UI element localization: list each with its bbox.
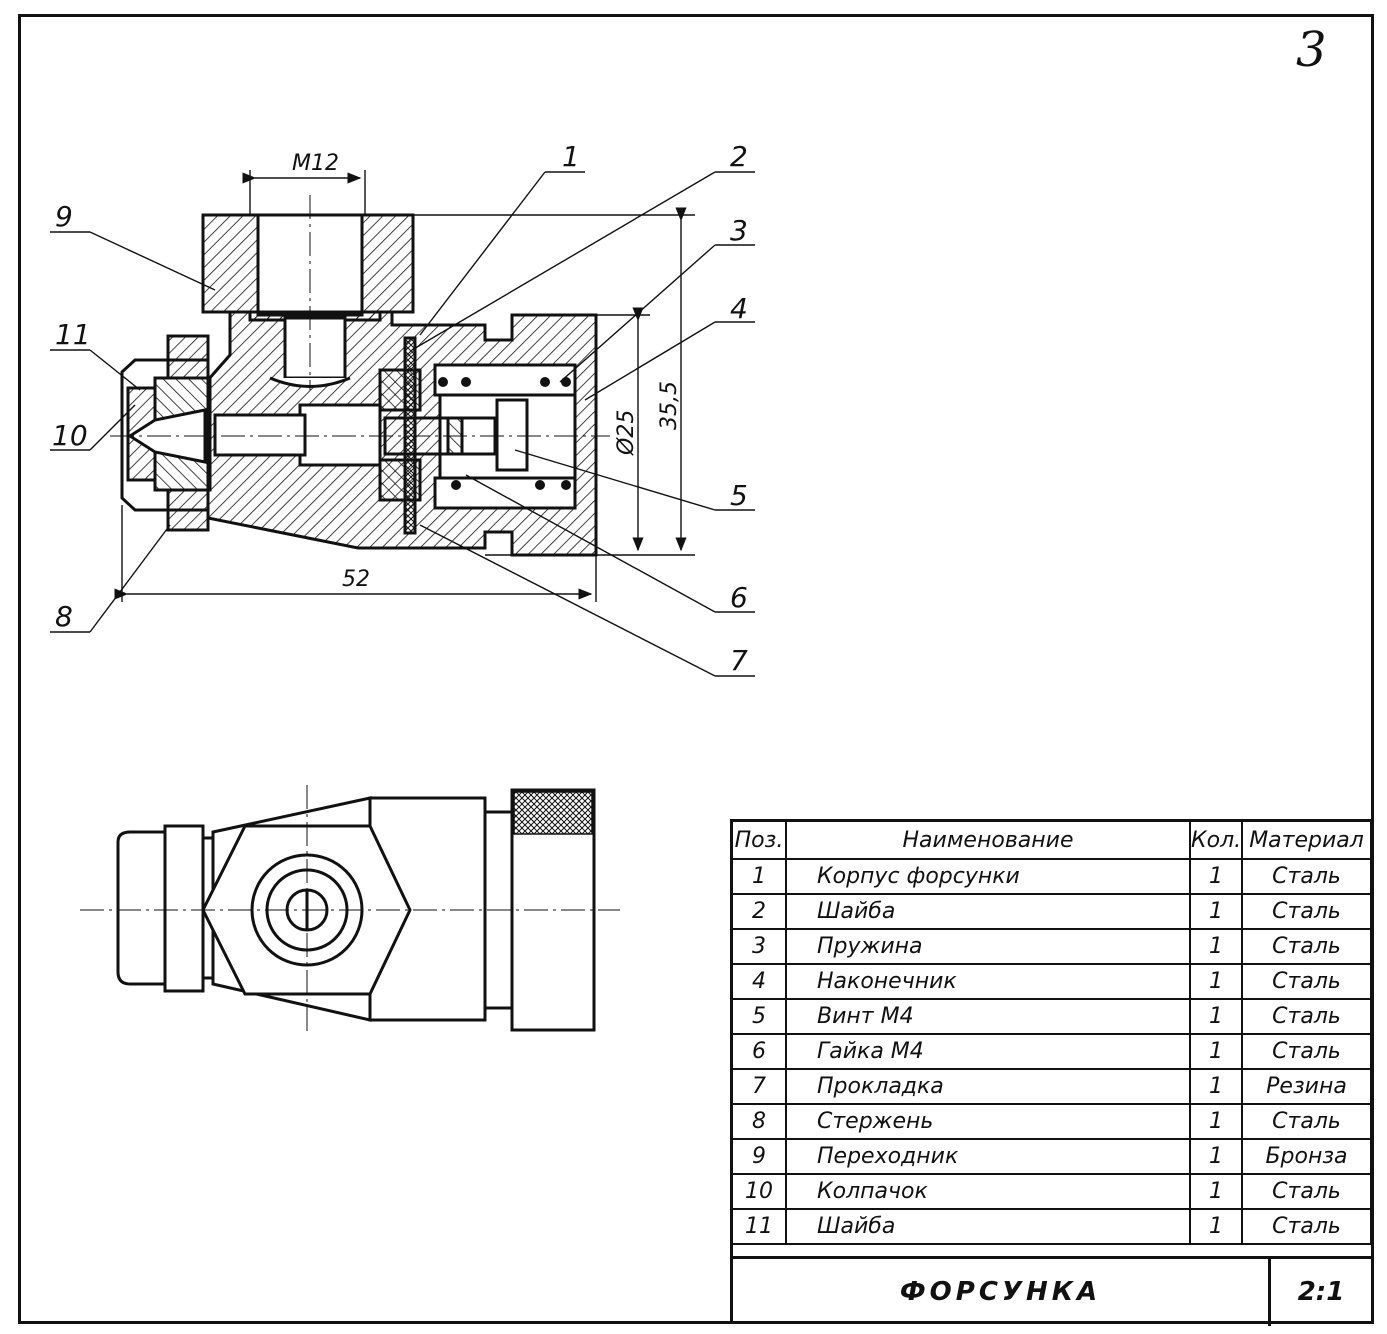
row-pos: 7 <box>733 1068 787 1105</box>
row-name: Стержень <box>785 1103 1191 1140</box>
table-header-row: Поз. Наименование Кол. Материал <box>733 822 1372 860</box>
callout-6: 6 <box>730 581 748 614</box>
row-material: Сталь <box>1241 1208 1372 1245</box>
row-pos: 4 <box>733 963 787 1000</box>
callout-2: 2 <box>730 140 748 173</box>
dim-length: 52 <box>342 567 370 592</box>
row-material: Сталь <box>1241 963 1372 1000</box>
row-qty: 1 <box>1189 1138 1243 1175</box>
dim-diameter: Ø25 <box>614 410 639 456</box>
row-qty: 1 <box>1189 1208 1243 1245</box>
callout-5: 5 <box>730 479 748 512</box>
callout-10: 10 <box>52 419 88 452</box>
header-pos: Поз. <box>733 822 787 860</box>
header-name: Наименование <box>785 822 1191 860</box>
leader-lines <box>50 171 755 677</box>
callout-3: 3 <box>730 214 748 247</box>
row-qty: 1 <box>1189 963 1243 1000</box>
row-qty: 1 <box>1189 1068 1243 1105</box>
drawing-title: ФОРСУНКА <box>733 1259 1271 1326</box>
row-pos: 2 <box>733 893 787 930</box>
row-name: Гайка М4 <box>785 1033 1191 1070</box>
row-pos: 11 <box>733 1208 787 1245</box>
row-material: Бронза <box>1241 1138 1372 1175</box>
callout-1: 1 <box>562 140 580 173</box>
row-name: Шайба <box>785 1208 1191 1245</box>
row-material: Сталь <box>1241 1033 1372 1070</box>
callout-11: 11 <box>55 318 91 351</box>
callout-9: 9 <box>55 200 73 233</box>
row-material: Резина <box>1241 1068 1372 1105</box>
row-material: Сталь <box>1241 1103 1372 1140</box>
dim-height: 35,5 <box>657 381 682 430</box>
row-qty: 1 <box>1189 998 1243 1035</box>
row-pos: 10 <box>733 1173 787 1210</box>
callout-7: 7 <box>730 644 748 677</box>
row-qty: 1 <box>1189 1173 1243 1210</box>
drawing-scale: 2:1 <box>1297 1277 1345 1307</box>
sheet-number: 3 <box>1296 22 1327 78</box>
row-name: Переходник <box>785 1138 1191 1175</box>
row-material: Сталь <box>1241 998 1372 1035</box>
drawing-frame <box>18 14 1374 1324</box>
row-name: Корпус форсунки <box>785 858 1191 895</box>
callout-8: 8 <box>55 600 73 633</box>
dim-thread: M12 <box>292 151 339 176</box>
header-qty: Кол. <box>1189 822 1243 860</box>
row-pos: 1 <box>733 858 787 895</box>
row-qty: 1 <box>1189 893 1243 930</box>
row-material: Сталь <box>1241 893 1372 930</box>
row-qty: 1 <box>1189 1033 1243 1070</box>
row-name: Шайба <box>785 893 1191 930</box>
callout-4: 4 <box>730 292 748 325</box>
row-qty: 1 <box>1189 1103 1243 1140</box>
header-material: Материал <box>1241 822 1372 860</box>
row-name: Колпачок <box>785 1173 1191 1210</box>
row-name: Винт М4 <box>785 998 1191 1035</box>
row-material: Сталь <box>1241 928 1372 965</box>
row-pos: 3 <box>733 928 787 965</box>
row-qty: 1 <box>1189 928 1243 965</box>
row-material: Сталь <box>1241 858 1372 895</box>
section-view <box>110 195 610 557</box>
row-name: Прокладка <box>785 1068 1191 1105</box>
row-pos: 8 <box>733 1103 787 1140</box>
row-pos: 6 <box>733 1033 787 1070</box>
row-pos: 9 <box>733 1138 787 1175</box>
title-block: ФОРСУНКА 2:1 <box>733 1256 1371 1326</box>
row-qty: 1 <box>1189 858 1243 895</box>
row-name: Наконечник <box>785 963 1191 1000</box>
row-material: Сталь <box>1241 1173 1372 1210</box>
row-name: Пружина <box>785 928 1191 965</box>
row-pos: 5 <box>733 998 787 1035</box>
